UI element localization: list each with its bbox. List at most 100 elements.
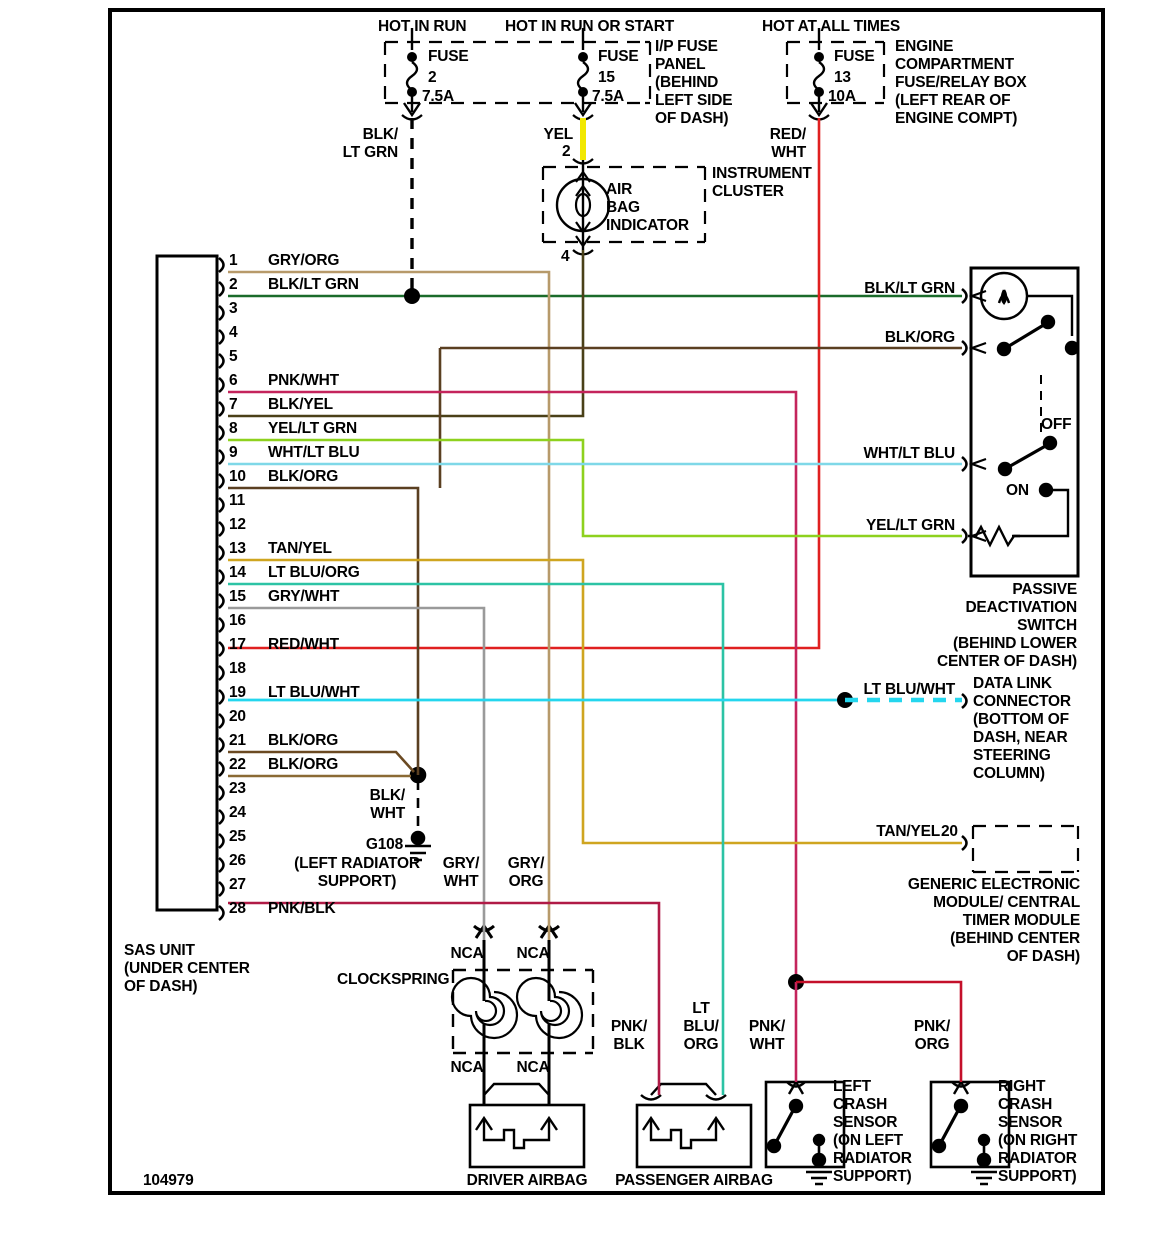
fuse-2-symbol <box>401 28 423 121</box>
dlc-caption-5: COLUMN) <box>973 765 1045 782</box>
fuse-2-rating: 7.5A <box>422 88 454 105</box>
instrument-cluster-line-1: CLUSTER <box>712 183 784 200</box>
sas-unit-caption-0: SAS UNIT <box>124 942 195 959</box>
passive-switch-caption-4: CENTER OF DASH) <box>937 653 1077 670</box>
clockspring-coils <box>450 976 584 1040</box>
passenger-airbag-caption: PASSENGER AIRBAG <box>615 1172 773 1189</box>
nca-label-bottom-left: NCA <box>450 1059 484 1076</box>
fuse-13-rating: 10A <box>828 88 856 105</box>
sas-pin-number-15: 15 <box>229 588 246 605</box>
ground-wire-label-1: WHT <box>370 805 405 822</box>
wire-pnk-org-to-right-sensor <box>796 980 963 1082</box>
wire-pin15-gry-wht <box>228 606 486 940</box>
pnk-org-label-1: ORG <box>914 1036 950 1053</box>
sas-pin-number-23: 23 <box>229 780 246 797</box>
sas-pin-wire-label-19: LT BLU/WHT <box>268 684 360 701</box>
passive-switch-off-label: OFF <box>1041 416 1072 433</box>
left-crash-sensor-caption-4: RADIATOR <box>833 1150 912 1167</box>
pnk-blk-label-0: PNK/ <box>610 1018 648 1035</box>
passenger-airbag-internals <box>640 1082 727 1150</box>
sas-unit-box <box>155 254 219 912</box>
sas-pin-number-7: 7 <box>229 396 238 413</box>
gem-caption-3: (BEHIND CENTER <box>950 930 1080 947</box>
sas-pin-number-3: 3 <box>229 300 238 317</box>
driver-airbag-caption: DRIVER AIRBAG <box>466 1172 588 1189</box>
engine-fuse-box-line-0: ENGINE <box>895 38 954 55</box>
driver-airbag-internals <box>475 1082 558 1150</box>
dlc-caption-4: STEERING <box>973 747 1051 764</box>
gry-org-label-1: ORG <box>508 873 544 890</box>
wire-pin14-lt-blu-org <box>228 582 725 1095</box>
sas-pin-number-10: 10 <box>229 468 246 485</box>
sas-pin-number-16: 16 <box>229 612 246 629</box>
diagram-border <box>108 8 1105 1195</box>
passive-switch-pin-hooks <box>961 287 968 545</box>
sas-pin-number-19: 19 <box>229 684 246 701</box>
pnk-wht-label-0: PNK/ <box>748 1018 786 1035</box>
sas-unit-caption-1: (UNDER CENTER <box>124 960 250 977</box>
gem-ctm-outline <box>971 824 1080 874</box>
sas-pin-number-9: 9 <box>229 444 238 461</box>
wire-pin28-pnk-blk <box>228 901 661 1095</box>
sas-pin-number-6: 6 <box>229 372 238 389</box>
dlc-caption-2: (BOTTOM OF <box>973 711 1069 728</box>
pnk-blk-label-1: BLK <box>613 1036 645 1053</box>
fuse-13-number: 13 <box>834 69 851 86</box>
nca-label-top-left: NCA <box>450 945 484 962</box>
air-bag-indicator-pin-bottom: 4 <box>561 248 570 265</box>
sas-pin-wire-label-10: BLK/ORG <box>268 468 339 485</box>
passive-switch-on-label: ON <box>1006 482 1029 499</box>
g108-ground-symbol <box>405 766 431 862</box>
left-crash-sensor-box <box>764 1080 846 1169</box>
right-crash-sensor-caption-3: (ON RIGHT <box>998 1132 1078 1149</box>
dlc-caption-0: DATA LINK <box>973 675 1052 692</box>
sas-pin-number-4: 4 <box>229 324 238 341</box>
red-wht-fuse-label-0: RED/ <box>769 126 806 143</box>
sas-pin-number-8: 8 <box>229 420 238 437</box>
lt-blu-org-label-0: LT <box>692 1000 710 1017</box>
wire-pin7-blk-yel <box>228 250 585 418</box>
dlc-pin-hook <box>961 692 968 710</box>
sas-pin-wire-label-9: WHT/LT BLU <box>268 444 360 461</box>
left-crash-sensor-caption-0: LEFT <box>833 1078 871 1095</box>
engine-fuse-box-line-2: FUSE/RELAY BOX <box>895 74 1027 91</box>
right-crash-sensor-caption-2: SENSOR <box>998 1114 1063 1131</box>
dlc-caption-1: CONNECTOR <box>973 693 1071 710</box>
sas-pin-number-1: 1 <box>229 252 238 269</box>
blk-lt-grn-fuse-label-0: BLK/ <box>362 126 399 143</box>
gry-wht-label-0: GRY/ <box>442 855 480 872</box>
gem-pin-hook <box>961 834 968 852</box>
sas-pin-number-14: 14 <box>229 564 246 581</box>
air-bag-indicator-line-2: INDICATOR <box>606 217 689 234</box>
sas-pin-wire-label-21: BLK/ORG <box>268 732 339 749</box>
gry-org-label-0: GRY/ <box>507 855 545 872</box>
yel-fuse-label: YEL <box>543 126 573 143</box>
right-crash-sensor-box <box>929 1080 1011 1169</box>
pnk-wht-label-1: WHT <box>749 1036 785 1053</box>
nca-label-bottom-right: NCA <box>516 1059 550 1076</box>
gem-caption-1: MODULE/ CENTRAL <box>933 894 1080 911</box>
passenger-airbag-box <box>635 1103 753 1169</box>
instrument-cluster-line-0: INSTRUMENT <box>712 165 812 182</box>
clockspring-label: CLOCKSPRING <box>337 971 450 988</box>
sas-pin-wire-label-13: TAN/YEL <box>268 540 332 557</box>
engine-fuse-box-line-1: COMPARTMENT <box>895 56 1014 73</box>
sas-pin-number-12: 12 <box>229 516 246 533</box>
sas-pin-number-2: 2 <box>229 276 238 293</box>
switch-blk-org-label: BLK/ORG <box>884 329 955 346</box>
air-bag-indicator-pin-top: 2 <box>562 143 571 160</box>
air-bag-indicator-line-0: AIR <box>606 181 633 198</box>
passive-switch-caption-2: SWITCH <box>1017 617 1077 634</box>
hot-in-run-or-start-label: HOT IN RUN OR START <box>505 18 674 35</box>
sas-pin-number-18: 18 <box>229 660 246 677</box>
left-crash-sensor-caption-3: (ON LEFT <box>833 1132 903 1149</box>
dlc-caption-3: DASH, NEAR <box>973 729 1068 746</box>
ip-fuse-panel-outline <box>383 40 652 105</box>
gry-wht-label-1: WHT <box>443 873 479 890</box>
ip-fuse-panel-line-0: I/P FUSE <box>655 38 718 55</box>
ground-wire-label-0: BLK/ <box>369 787 406 804</box>
sas-pin-wire-label-1: GRY/ORG <box>268 252 340 269</box>
sas-pin-wire-label-2: BLK/LT GRN <box>268 276 359 293</box>
gem-caption-2: TIMER MODULE <box>962 912 1080 929</box>
